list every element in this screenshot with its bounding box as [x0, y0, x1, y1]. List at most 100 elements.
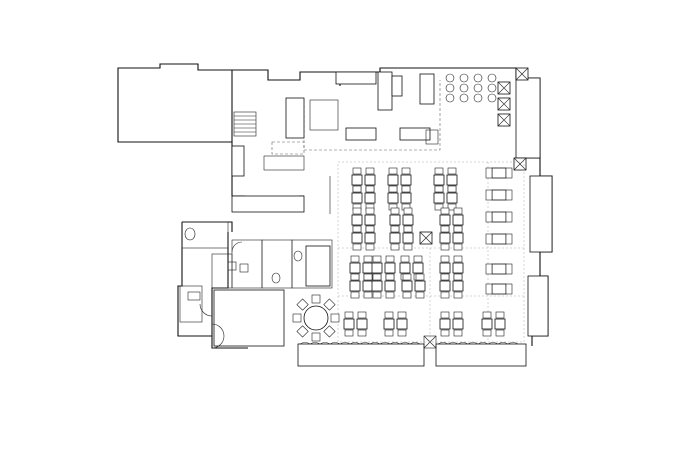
table-group	[349, 273, 374, 299]
table-group	[439, 311, 464, 337]
entrance-facade	[297, 335, 527, 367]
bar-stool	[473, 73, 483, 83]
table-top	[491, 283, 507, 295]
chair	[402, 273, 412, 281]
table-top	[491, 233, 507, 245]
chair	[350, 273, 360, 281]
table-top	[452, 214, 464, 226]
round-table-chair	[311, 294, 321, 304]
chair	[403, 225, 413, 233]
bar-stool	[487, 83, 497, 93]
chair	[447, 203, 457, 211]
chair	[390, 243, 400, 251]
planter	[497, 97, 511, 111]
bar-stool	[473, 83, 483, 93]
table-group	[343, 311, 368, 337]
table-top	[439, 214, 451, 226]
chair	[485, 263, 493, 275]
chair	[453, 207, 463, 215]
chair	[453, 329, 463, 337]
table-top	[400, 174, 412, 186]
bar-stool	[487, 93, 497, 103]
chair	[440, 273, 450, 281]
kitchen-zone	[263, 71, 441, 214]
table-group-set	[343, 167, 506, 337]
chair	[447, 185, 457, 193]
chair	[453, 225, 463, 233]
chair	[350, 291, 360, 299]
chair	[505, 233, 513, 245]
chair	[390, 207, 400, 215]
table-top	[387, 192, 399, 204]
chair	[440, 225, 450, 233]
restrooms	[179, 221, 333, 349]
table-group	[439, 225, 464, 251]
table-top	[362, 262, 374, 274]
chair	[365, 185, 375, 193]
chair	[385, 291, 395, 299]
bar-stool	[445, 83, 455, 93]
bar-stool	[459, 73, 469, 83]
chair	[453, 291, 463, 299]
table-group	[371, 273, 396, 299]
chair	[440, 311, 450, 319]
table-top	[351, 232, 363, 244]
round-table-chair	[292, 313, 302, 323]
round-table	[292, 294, 340, 342]
bar-stool-group	[445, 73, 497, 103]
table-top	[452, 318, 464, 330]
chair	[344, 311, 354, 319]
chair	[505, 167, 513, 179]
table-top	[343, 318, 355, 330]
chair	[388, 167, 398, 175]
chair	[352, 225, 362, 233]
chair	[415, 273, 425, 281]
chair	[434, 203, 444, 211]
chair	[357, 311, 367, 319]
table-top	[439, 280, 451, 292]
table-top	[402, 214, 414, 226]
chair	[397, 311, 407, 319]
planter	[419, 231, 433, 245]
table-top	[412, 262, 424, 274]
booth-table	[485, 189, 513, 201]
chair	[413, 255, 423, 263]
booth-table	[485, 283, 513, 295]
table-top	[402, 232, 414, 244]
table-group	[401, 273, 426, 299]
chair	[385, 255, 395, 263]
annex-block	[117, 63, 341, 143]
booth-table	[485, 233, 513, 245]
bar-stool	[459, 83, 469, 93]
table-top	[389, 232, 401, 244]
table-top	[414, 280, 426, 292]
chair	[505, 211, 513, 223]
chair	[505, 263, 513, 275]
table-top	[364, 214, 376, 226]
chair	[388, 185, 398, 193]
table-group	[481, 311, 506, 337]
chair	[402, 291, 412, 299]
chair	[372, 255, 382, 263]
table-top	[384, 262, 396, 274]
bar-stool	[487, 73, 497, 83]
chair	[344, 329, 354, 337]
round-table-chair	[296, 325, 309, 338]
booth-table	[485, 211, 513, 223]
table-top	[452, 280, 464, 292]
table-top	[364, 232, 376, 244]
chair	[352, 207, 362, 215]
table-top	[371, 280, 383, 292]
table-group	[433, 185, 458, 211]
planter-group	[419, 67, 529, 245]
table-top	[433, 192, 445, 204]
table-top	[356, 318, 368, 330]
chair	[495, 329, 505, 337]
chair	[372, 291, 382, 299]
chair	[372, 273, 382, 281]
table-top	[384, 280, 396, 292]
chair	[485, 167, 493, 179]
table-top	[481, 318, 493, 330]
chair	[384, 329, 394, 337]
